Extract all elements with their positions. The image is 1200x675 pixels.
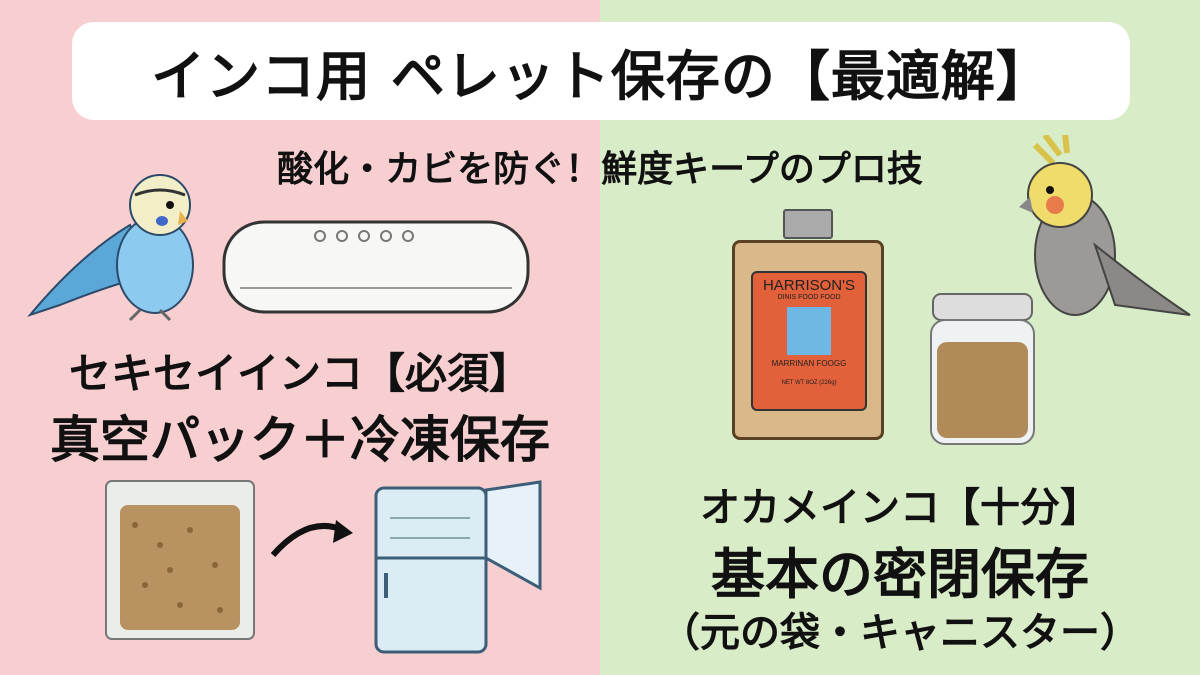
left-method-label: 真空パック＋冷凍保存 [50, 411, 550, 469]
page-title: インコ用 ペレット保存の【最適解】 [151, 44, 1051, 108]
title-banner: インコ用 ペレット保存の【最適解】 [72, 22, 1130, 120]
cockatiel-illustration [1019, 135, 1191, 316]
canister-illustration [930, 293, 1035, 445]
budgie-illustration [26, 174, 194, 322]
arrow-icon [270, 520, 353, 557]
left-bird-label: セキセイインコ【必須】 [68, 349, 531, 398]
bag-brand: HARRISON'S [762, 277, 856, 294]
bag-weight: NET WT 8OZ (226g) [781, 380, 837, 386]
right-bird-label: オカメインコ【十分】 [700, 485, 1100, 531]
vacuum-pellet-bag-illustration [105, 480, 255, 640]
right-method-label: 基本の密閉保存 [711, 543, 1089, 606]
vacuum-sealer-illustration [222, 220, 530, 314]
subtitle: 酸化・カビを防ぐ！鮮度キープのプロ技 [277, 149, 923, 190]
bag-line2: MARRINAN FOOGG [771, 359, 847, 368]
freezer-illustration [374, 480, 542, 654]
bag-line1: DINIS FOOD FOOD [777, 294, 841, 301]
bag-clip [783, 209, 833, 239]
bag-label: HARRISON'S DINIS FOOD FOOD MARRINAN FOOG… [751, 271, 867, 411]
bag-logo [787, 307, 831, 355]
harrisons-food-bag: HARRISON'S DINIS FOOD FOOD MARRINAN FOOG… [732, 209, 884, 440]
right-detail-label: （元の袋・キャニスター） [660, 610, 1140, 656]
